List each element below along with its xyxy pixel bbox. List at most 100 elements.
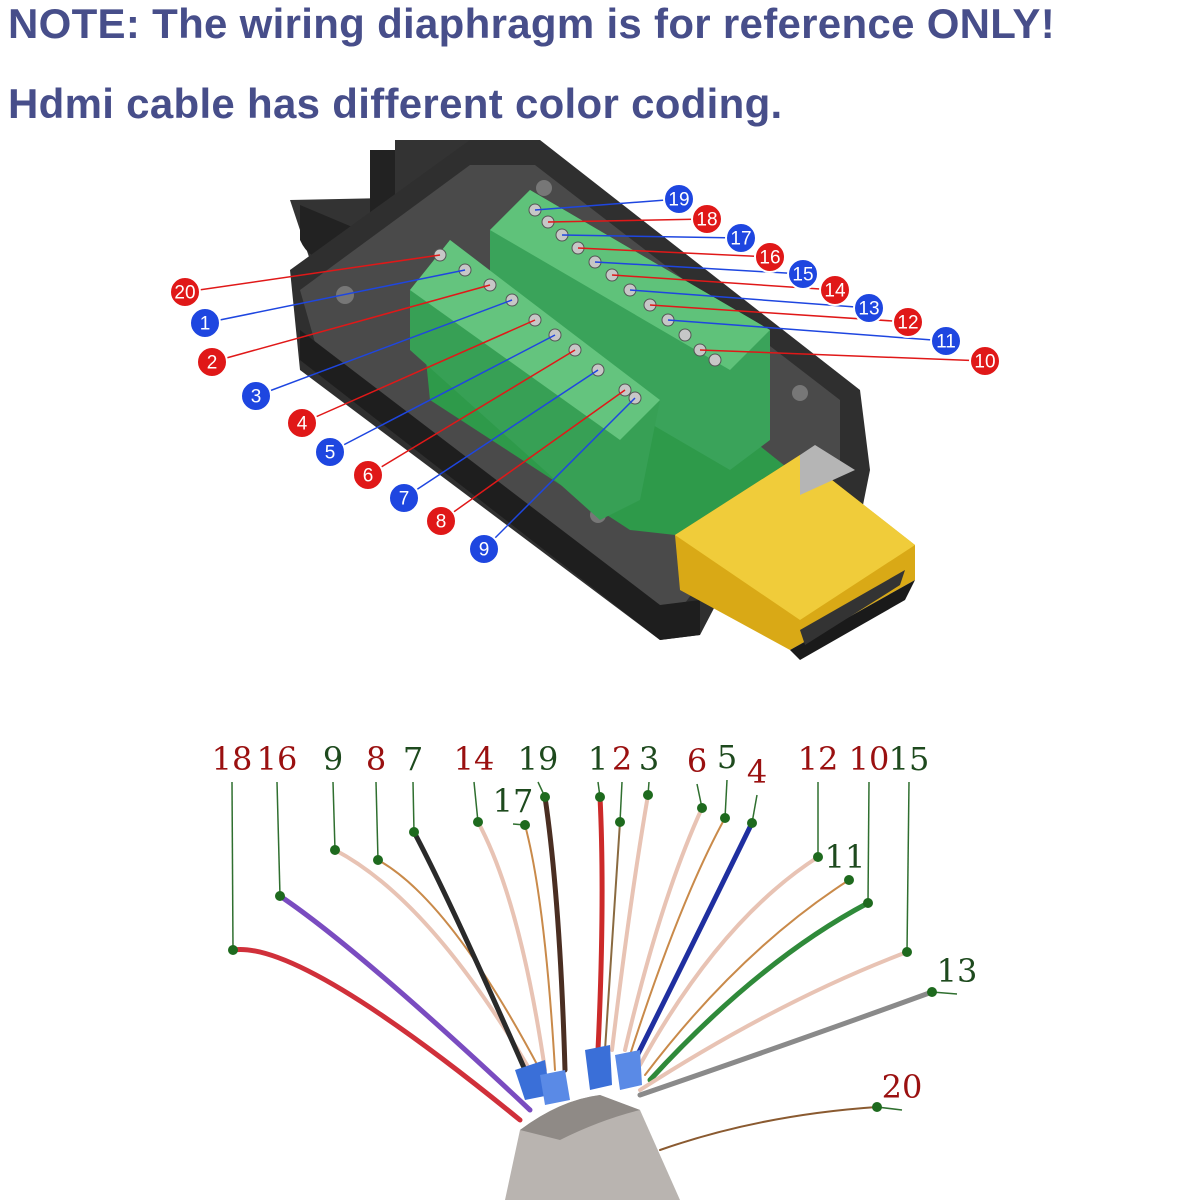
pin-10-leader-line [699,349,986,362]
pin-16-badge: 16 [754,241,786,273]
pin-badge-circle [787,258,819,290]
wire-14-end-dot [473,817,483,827]
wire-7-strand [411,829,528,1073]
pin-badge-circle [819,274,851,306]
pin-badge-circle [468,533,500,565]
pin-19-badge: 19 [663,183,695,215]
pin-badge-number: 16 [759,248,780,269]
pin-11-leader-line [667,319,947,342]
wire-14 [473,781,547,1072]
pin-badge-number: 15 [792,265,813,286]
pin-8-badge: 8 [425,505,457,537]
pin-badge-circle [388,482,420,514]
wire-16-strand [277,893,533,1113]
wire-20-label: 20 [882,1068,923,1106]
pin-18-badge: 18 [691,203,723,235]
wire-8-leader-line [375,781,379,861]
pin-badge-number: 17 [730,229,751,250]
pin-badge-circle [425,505,457,537]
wire-5-end-dot [720,813,730,823]
pin-badge-number: 12 [897,313,918,334]
pin-badge-number: 4 [297,414,308,435]
wire-18-label: 18 [212,740,253,778]
pin-badge-number: 18 [696,210,717,231]
pin-badge-number: 1 [200,314,211,335]
wire-11 [644,875,854,1076]
pin-badge-circle [286,407,318,439]
wire-13-end-dot [927,987,937,997]
note-subheading: Hdmi cable has different color coding. [8,80,783,127]
pin-1-badge: 1 [189,307,221,339]
wire-15-leader-line [906,781,910,953]
note-heading: NOTE: The wiring diaphragm is for refere… [8,0,1056,47]
hdmi-plug-metal [800,445,855,495]
wire-7-end-dot [409,827,419,837]
pin-20-leader-line [184,254,441,293]
wire-8-end-dot [373,855,383,865]
wire-6-strand [623,806,704,1052]
wire-6 [623,783,707,1052]
pin-8-leader-line [440,389,626,522]
wire-4-label: 4 [747,753,767,791]
wire-5-leader-line [724,779,728,819]
pin-4-leader-line [301,319,536,424]
wire-5 [629,779,730,1056]
pin-badge-circle [725,222,757,254]
stripped-hdmi-cable-icon [505,1095,680,1200]
pin-18-leader-line [547,218,708,223]
pin-badge-number: 14 [824,281,846,302]
hdmi-plug-pins [800,570,905,645]
foil-shields [515,1045,642,1105]
wire-7-leader-line [412,781,415,833]
wire-3 [610,781,653,1052]
pin-badge-number: 8 [436,512,447,533]
wire-7 [409,781,528,1073]
pin-badge-number: 9 [479,540,490,561]
pin-badge-circle [969,345,1001,377]
wire-5-strand [629,817,726,1056]
wire-10 [647,781,873,1083]
wire-10-strand [647,900,871,1083]
wire-11-end-dot [844,875,854,885]
wire-19-end-dot [540,792,550,802]
wire-2-leader-line [619,781,623,823]
pin-6-badge: 6 [352,459,384,491]
pin-badge-number: 6 [363,466,374,487]
pin-14-badge: 14 [819,274,851,306]
wire-9-leader-line [332,781,336,851]
pin-9-badge: 9 [468,533,500,565]
wire-2-end-dot [615,817,625,827]
wire-10-end-dot [863,898,873,908]
wire-16-end-dot [275,891,285,901]
wire-17-strand [524,824,556,1071]
pin-15-badge: 15 [787,258,819,290]
wire-19 [537,781,568,1073]
wire-1-label: 1 [588,740,608,778]
foil-shield [615,1050,642,1090]
pin-5-badge: 5 [314,436,346,468]
wire-12-label: 12 [798,740,839,778]
pin-6-leader-line [367,349,576,476]
wire-9-label: 9 [323,740,343,778]
pin-badge-circle [314,436,346,468]
wire-1 [595,781,605,1053]
wire-17 [512,820,556,1071]
pin-badge-number: 19 [668,190,689,211]
pin-badge-number: 20 [174,283,195,304]
wire-8 [373,781,541,1071]
wire-2-label: 2 [612,740,632,778]
wire-1-strand [595,794,605,1053]
wire-14-leader-line [473,781,479,823]
wire-3-end-dot [643,790,653,800]
pin-badge-number: 11 [936,332,956,353]
pin-badge-circle [169,276,201,308]
wire-11-label: 11 [825,838,866,876]
housing-front-edge [300,330,700,640]
wire-3-label: 3 [639,740,659,778]
wire-18-end-dot [228,945,238,955]
pin-badge-circle [892,306,924,338]
cable-braid-shadow [520,1095,640,1140]
pin-19-leader-line [534,198,680,211]
wire-16-label: 16 [257,740,298,778]
